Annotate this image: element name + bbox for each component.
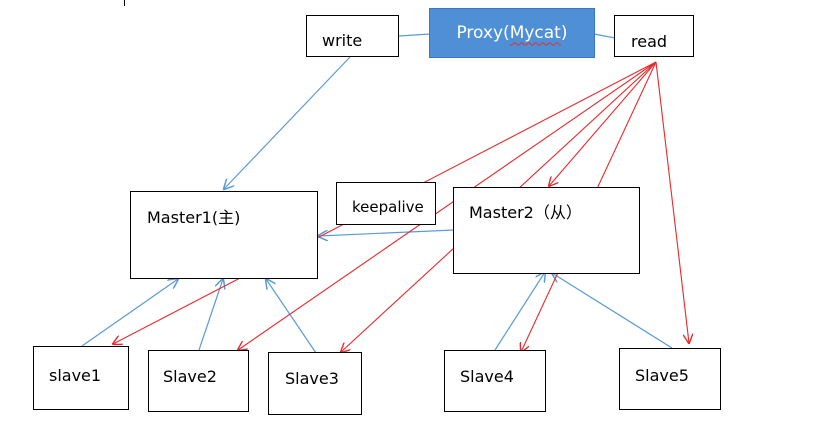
proxy-node: Proxy(Mycat) — [429, 8, 595, 58]
slave3-node: Slave3 — [268, 352, 362, 415]
slave2-label: Slave2 — [163, 367, 217, 386]
slave5-node: Slave5 — [619, 348, 721, 410]
slave2-to-master1-arrow — [198, 279, 223, 351]
slave4-label: Slave4 — [460, 367, 514, 386]
slave1-node: slave1 — [33, 346, 129, 410]
slave1-to-master1-arrow — [81, 279, 178, 347]
slave4-to-master2-arrow — [494, 272, 545, 351]
slave4-node: Slave4 — [444, 350, 546, 412]
slave1-label: slave1 — [49, 366, 102, 385]
keepalive-node: keepalive — [336, 182, 436, 225]
slave3-to-master1-arrow — [266, 279, 317, 354]
read-node: read — [614, 15, 694, 57]
write-label: write — [322, 31, 363, 50]
read-to-slave2-arrow — [238, 61, 657, 350]
write-to-master1-arrow — [224, 56, 351, 189]
write-node: write — [306, 15, 399, 57]
master1-node: Master1(主) — [130, 191, 318, 279]
slave5-to-master2-arrow — [552, 273, 673, 349]
slave3-label: Slave3 — [285, 369, 339, 388]
master1-label: Master1(主) — [147, 208, 241, 227]
proxy-label-prefix: Proxy( — [456, 22, 510, 43]
text-cursor-mark — [124, 0, 125, 6]
read-label: read — [631, 32, 668, 51]
slave2-node: Slave2 — [148, 350, 249, 412]
proxy-label-name: Mycat — [509, 22, 561, 43]
master2-to-master1-arrow — [318, 229, 455, 236]
master2-label: Master2（从） — [469, 203, 582, 222]
slave5-label: Slave5 — [635, 366, 689, 385]
master2-node: Master2（从） — [453, 187, 640, 274]
proxy-read-link — [593, 33, 616, 39]
proxy-label-suffix: ) — [560, 22, 568, 43]
read-to-master2-arrow — [549, 61, 657, 186]
read-to-slave5-arrow — [655, 61, 689, 343]
keepalive-label: keepalive — [352, 198, 424, 216]
write-proxy-link — [398, 33, 431, 37]
